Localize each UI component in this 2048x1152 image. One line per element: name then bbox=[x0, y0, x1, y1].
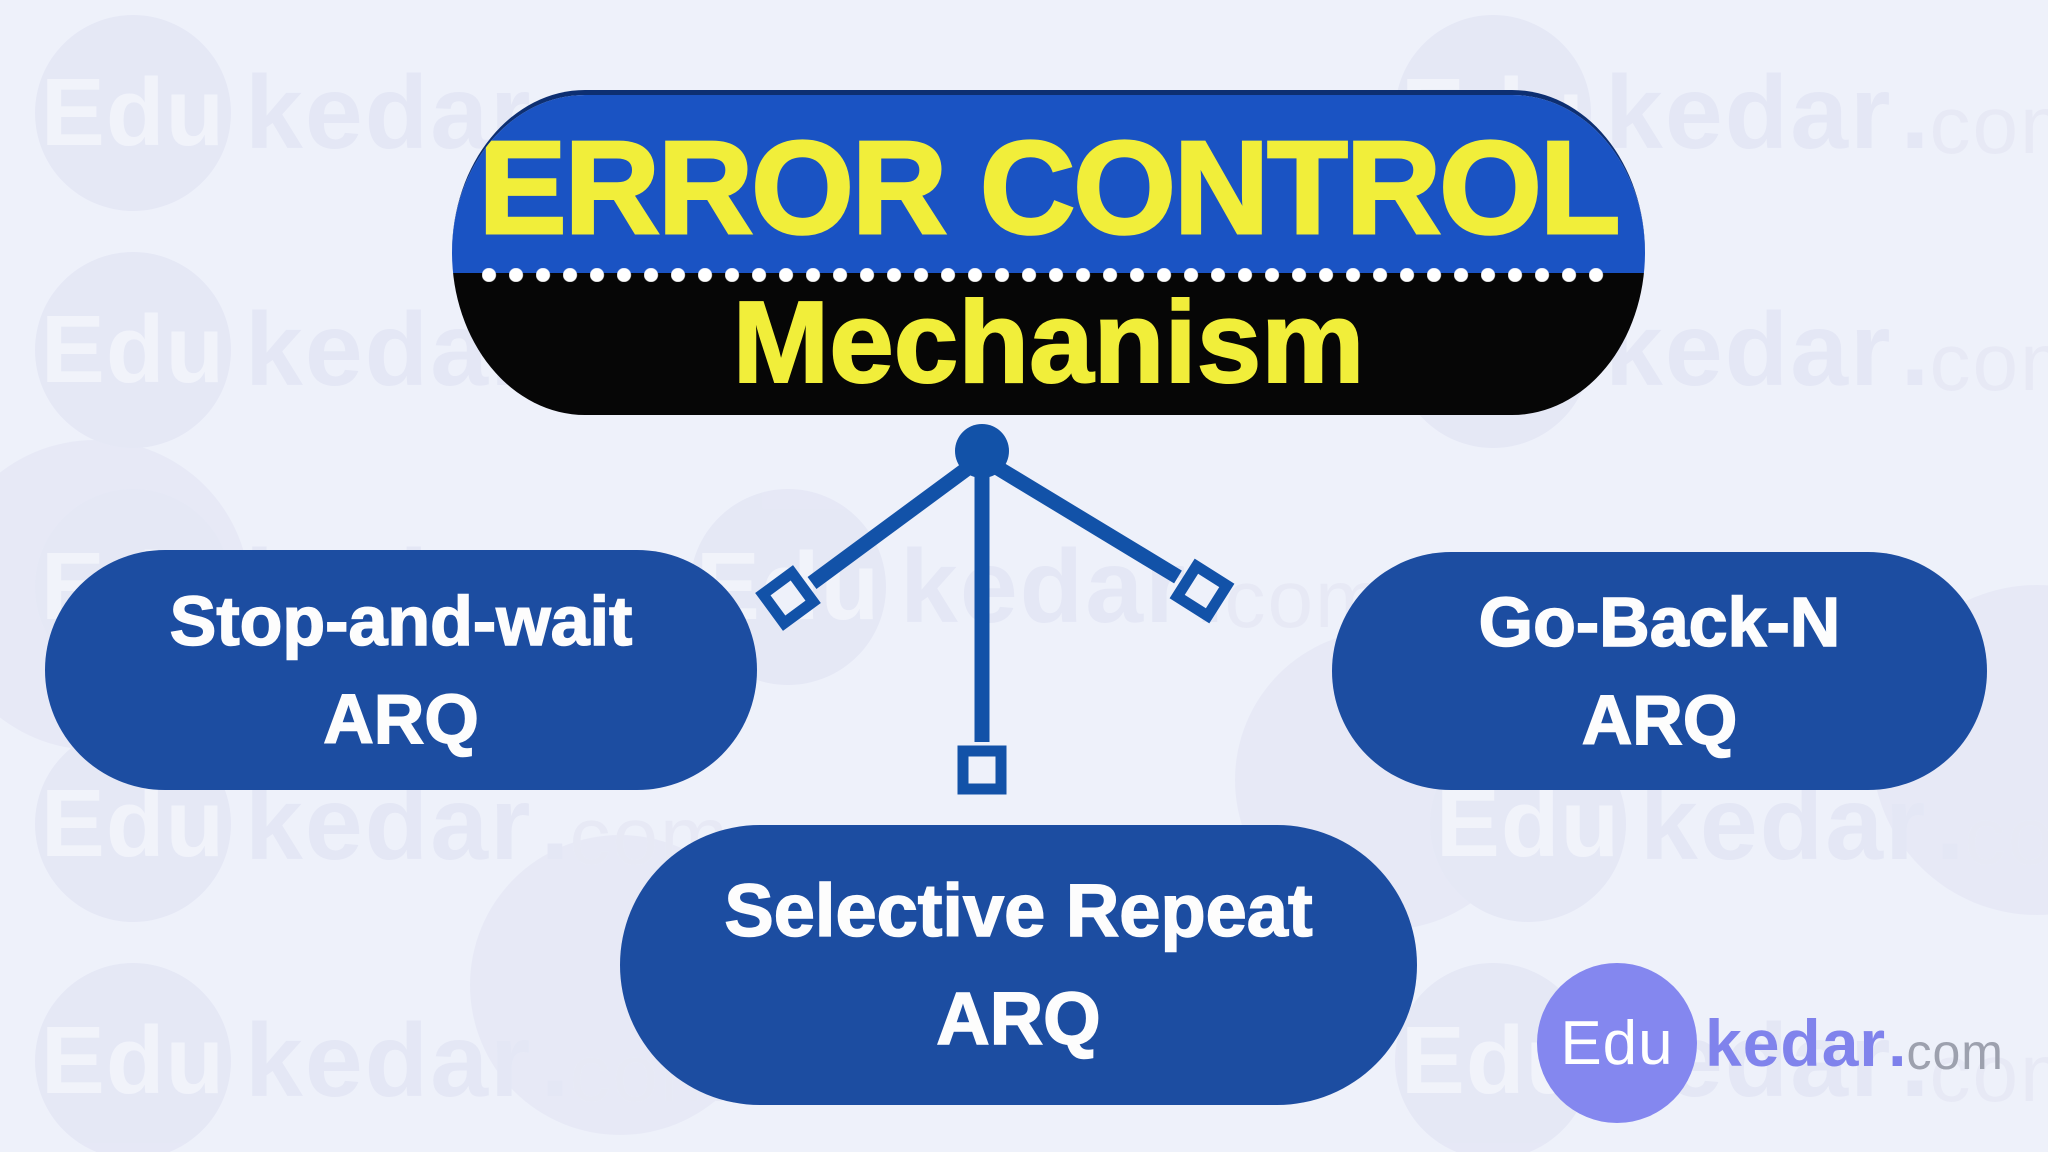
branch-end-square-middle bbox=[957, 745, 1007, 795]
watermark-circle: Edu bbox=[35, 252, 231, 448]
logo-edu-text: Edu bbox=[1560, 1008, 1674, 1078]
watermark-kedar: kedar bbox=[1605, 54, 1893, 171]
node-label-line1: Stop-and-wait bbox=[169, 581, 633, 661]
branch-line-right bbox=[984, 455, 1182, 584]
edukedar-logo-circle: Edu bbox=[1537, 963, 1697, 1123]
page-title: ERROR CONTROL bbox=[477, 112, 1622, 262]
node-stop-and-wait-arq: Stop-and-wait ARQ bbox=[45, 550, 757, 790]
branch-end-square-right bbox=[1169, 558, 1235, 624]
title-banner-top: ERROR CONTROL bbox=[452, 95, 1645, 273]
title-banner-bottom: Mechanism bbox=[452, 273, 1645, 415]
watermark-com: com bbox=[1929, 317, 2048, 408]
watermark-tile: Edu kedar . com bbox=[35, 963, 730, 1152]
dotted-divider bbox=[482, 268, 1615, 282]
watermark-com: com bbox=[1929, 1028, 2048, 1119]
logo-dot-text: . bbox=[1888, 1006, 1907, 1080]
watermark-kedar: kedar bbox=[1605, 291, 1893, 408]
watermark-kedar: kedar bbox=[245, 1002, 533, 1119]
logo-kedar-text: kedar bbox=[1705, 1006, 1887, 1080]
trunk-node-dot bbox=[955, 424, 1009, 478]
node-label-line2: ARQ bbox=[322, 679, 479, 759]
page-subtitle: Mechanism bbox=[732, 276, 1366, 408]
watermark-circle: Edu bbox=[35, 963, 231, 1152]
watermark-edu: Edu bbox=[40, 1007, 226, 1114]
watermark-edu: Edu bbox=[40, 59, 226, 166]
branch-line-left bbox=[807, 455, 981, 590]
node-label-line1: Go-Back-N bbox=[1478, 582, 1841, 662]
title-banner: ERROR CONTROL Mechanism bbox=[452, 90, 1645, 415]
watermark-dot: . bbox=[1935, 765, 1965, 882]
watermark-com: com bbox=[1929, 80, 2048, 171]
branch-end-square-left bbox=[755, 565, 821, 631]
node-label-line2: ARQ bbox=[1581, 680, 1738, 760]
node-go-back-n-arq: Go-Back-N ARQ bbox=[1332, 552, 1987, 790]
watermark-dot: . bbox=[540, 1002, 570, 1119]
watermark-com: com bbox=[1964, 791, 2048, 882]
node-label-line1: Selective Repeat bbox=[724, 868, 1314, 953]
node-label-line2: ARQ bbox=[936, 976, 1102, 1061]
logo-com-text: com bbox=[1906, 1024, 2004, 1080]
edukedar-logo: Edu kedar . com bbox=[1537, 963, 2004, 1123]
watermark-circle: Edu bbox=[35, 15, 231, 211]
watermark-dot: . bbox=[1900, 291, 1930, 408]
watermark-dot: . bbox=[1900, 1002, 1930, 1119]
watermark-dot: . bbox=[1900, 54, 1930, 171]
node-selective-repeat-arq: Selective Repeat ARQ bbox=[620, 825, 1417, 1105]
watermark-edu: Edu bbox=[40, 296, 226, 403]
